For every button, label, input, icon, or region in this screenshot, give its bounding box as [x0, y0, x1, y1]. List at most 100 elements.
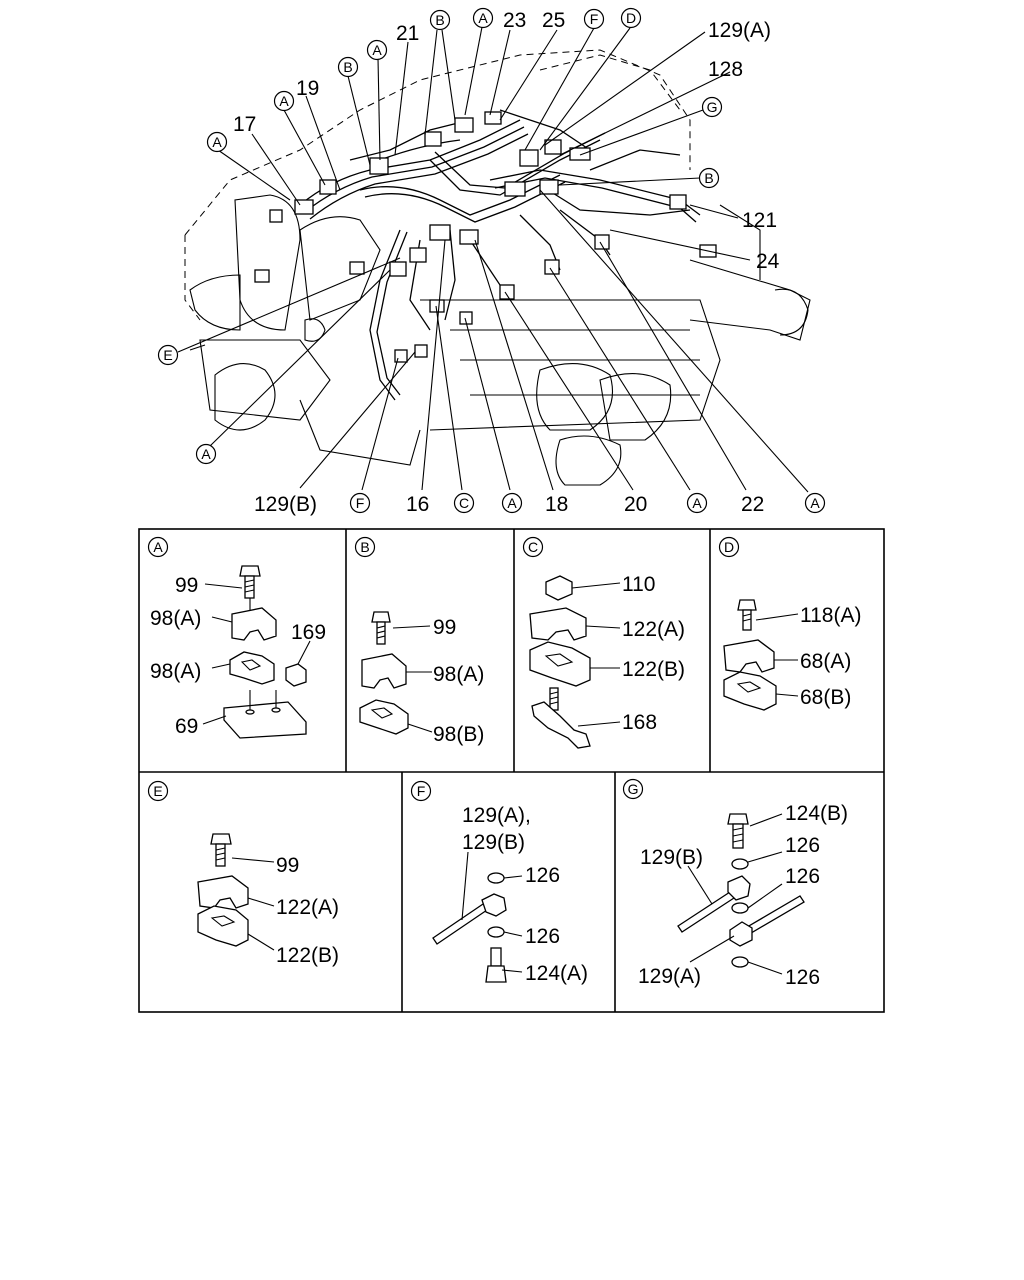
svg-text:B: B [704, 170, 713, 186]
panel-e-122b: 122(B) [276, 944, 339, 967]
callout-19: 19 [296, 77, 319, 100]
callout-17: 17 [233, 113, 256, 136]
panel-g-126-mid: 126 [785, 865, 820, 888]
circle-letter-b: B [698, 167, 720, 189]
panel-a-98a-lower: 98(A) [150, 660, 201, 683]
svg-text:F: F [590, 11, 599, 27]
panel-a-letter: A [147, 536, 169, 558]
circle-letter-c: C [453, 492, 475, 514]
panel-f-126-upper: 126 [525, 864, 560, 887]
circle-letter-a: A [195, 443, 217, 465]
detail-panel-d: D 118(A) 68(A) 68(B) [718, 536, 861, 711]
main-callouts: 21 23 25 129(A) 128 19 17 121 24 129(B) … [233, 9, 780, 516]
svg-text:G: G [628, 781, 639, 797]
circle-letter-a: A [206, 131, 228, 153]
panel-g-126-top: 126 [785, 834, 820, 857]
circle-letter-a: A [273, 90, 295, 112]
panel-d-68a: 68(A) [800, 650, 851, 673]
circle-letter-a: A [472, 7, 494, 29]
callout-24: 24 [756, 250, 780, 273]
panel-a-169: 169 [291, 621, 326, 644]
detail-panel-a: A 99 98(A) 169 98(A) 69 [147, 536, 326, 739]
svg-text:A: A [201, 446, 211, 462]
svg-text:F: F [417, 783, 426, 799]
circle-letter-f: F [349, 492, 371, 514]
circle-letter-a: A [804, 492, 826, 514]
panel-g-129a: 129(A) [638, 965, 701, 988]
svg-text:D: D [626, 10, 636, 26]
panel-b-99: 99 [433, 616, 456, 639]
svg-text:A: A [478, 10, 488, 26]
panel-f-124a: 124(A) [525, 962, 588, 985]
engine-illustration [184, 49, 811, 486]
panel-g-126-bottom: 126 [785, 966, 820, 989]
callout-20: 20 [624, 493, 647, 516]
svg-text:E: E [153, 783, 162, 799]
panel-g-124b: 124(B) [785, 802, 848, 825]
svg-text:A: A [810, 495, 820, 511]
panel-f-129a: 129(A), [462, 804, 531, 827]
circle-letter-e: E [157, 344, 179, 366]
circle-letter-a: A [366, 39, 388, 61]
detail-panel-c: C 110 122(A) 122(B) 168 [522, 536, 685, 749]
circle-letter-a: A [501, 492, 523, 514]
panel-b-98b: 98(B) [433, 723, 484, 746]
svg-text:A: A [153, 539, 163, 555]
panel-f-126-lower: 126 [525, 925, 560, 948]
svg-text:A: A [279, 93, 289, 109]
main-leader-lines [177, 26, 809, 493]
panel-b-letter: B [354, 536, 376, 558]
panel-c-letter: C [522, 536, 544, 558]
detail-grid [138, 528, 885, 1013]
svg-text:D: D [724, 539, 734, 555]
callout-25: 25 [542, 9, 565, 32]
callout-129b: 129(B) [254, 493, 317, 516]
main-circled-letters: B A F D A B A G A B E A F C A A A [157, 7, 826, 514]
panel-e-122a: 122(A) [276, 896, 339, 919]
svg-text:E: E [163, 347, 172, 363]
callout-16: 16 [406, 493, 429, 516]
panel-f-letter: F [410, 780, 432, 802]
circle-letter-b: B [429, 9, 451, 31]
panel-e-letter: E [147, 780, 169, 802]
panel-a-69: 69 [175, 715, 198, 738]
panel-d-118a: 118(A) [800, 604, 861, 627]
panel-d-68b: 68(B) [800, 686, 851, 709]
panel-g-letter: G [622, 778, 644, 800]
callout-22: 22 [741, 493, 764, 516]
panel-c-168: 168 [622, 711, 657, 734]
circle-letter-a: A [686, 492, 708, 514]
circle-letter-d: D [620, 7, 642, 29]
callout-21: 21 [396, 22, 419, 45]
panel-e-99: 99 [276, 854, 299, 877]
panel-d-letter: D [718, 536, 740, 558]
panel-f-129b: 129(B) [462, 831, 525, 854]
svg-text:B: B [360, 539, 369, 555]
svg-text:A: A [507, 495, 517, 511]
svg-text:C: C [459, 495, 469, 511]
svg-text:F: F [356, 495, 365, 511]
circle-letter-g: G [701, 96, 723, 118]
detail-panel-b: B 99 98(A) 98(B) [354, 536, 484, 746]
detail-panel-g: G 124(B) 126 129(B) 126 129(A) 126 [622, 778, 848, 989]
callout-23: 23 [503, 9, 526, 32]
detail-panel-f: F 129(A), 129(B) 126 126 124(A) [410, 780, 588, 985]
panel-c-122a: 122(A) [622, 618, 685, 641]
callout-128: 128 [708, 58, 743, 81]
panel-c-122b: 122(B) [622, 658, 685, 681]
callout-129a: 129(A) [708, 19, 771, 42]
panel-c-110: 110 [622, 573, 655, 596]
circle-letter-b: B [337, 56, 359, 78]
panel-a-98a-upper: 98(A) [150, 607, 201, 630]
svg-text:A: A [372, 42, 382, 58]
svg-text:C: C [528, 539, 538, 555]
detail-panel-e: E 99 122(A) 122(B) [147, 780, 339, 967]
svg-text:A: A [692, 495, 702, 511]
svg-text:G: G [707, 99, 718, 115]
panel-g-129b: 129(B) [640, 846, 703, 869]
callout-18: 18 [545, 493, 568, 516]
svg-text:B: B [435, 12, 444, 28]
panel-b-98a: 98(A) [433, 663, 484, 686]
svg-text:B: B [343, 59, 352, 75]
